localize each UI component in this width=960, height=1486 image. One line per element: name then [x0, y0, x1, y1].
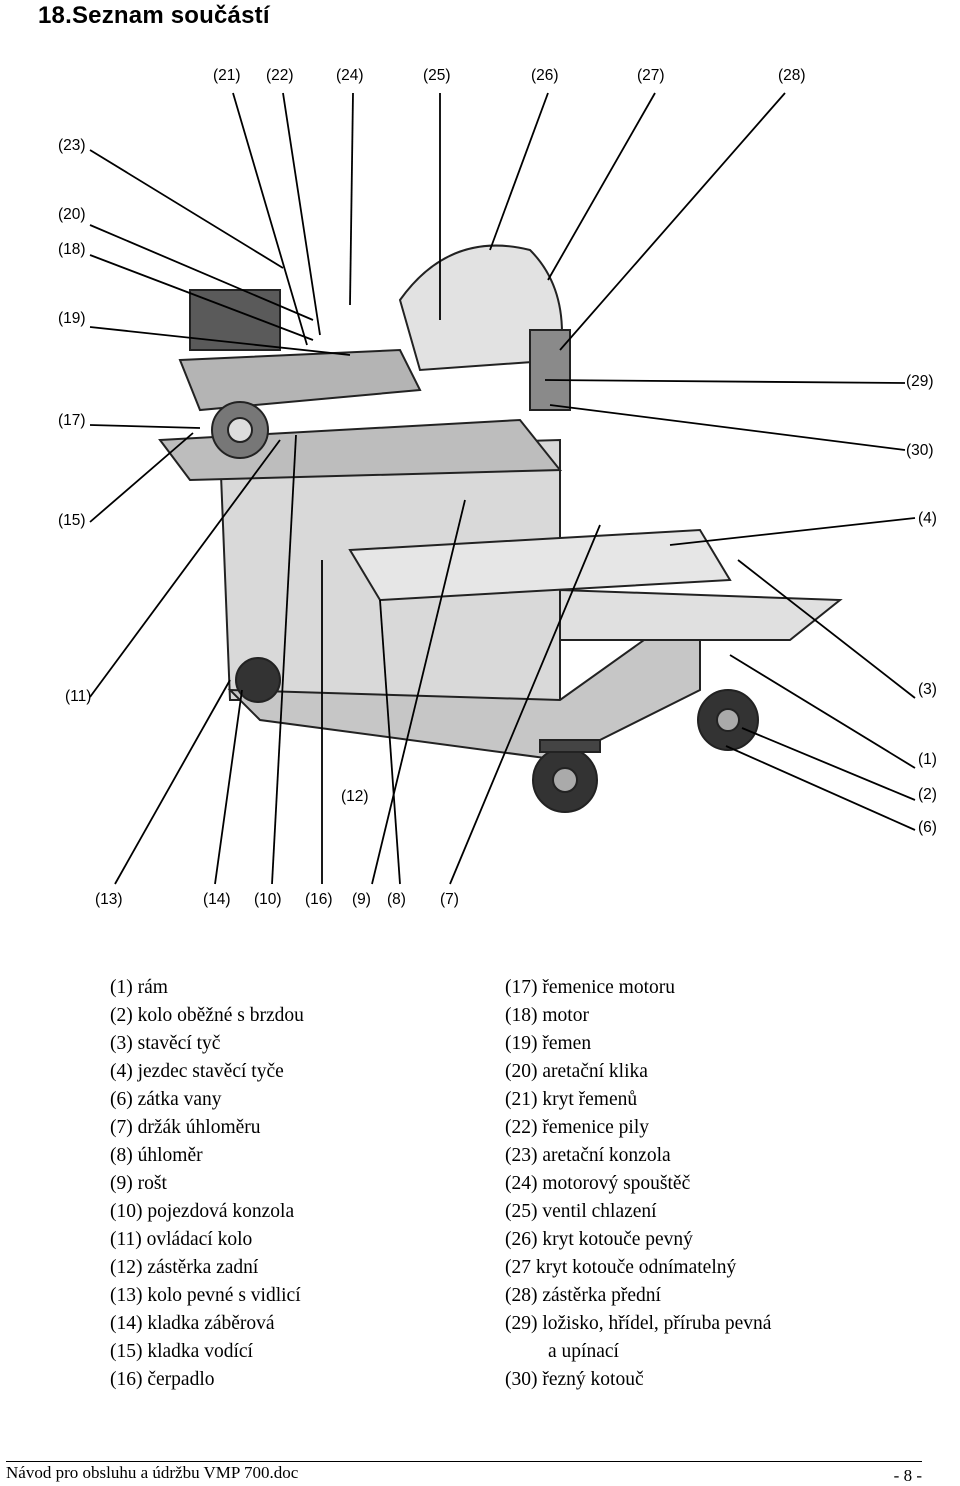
callout-13: (13) — [95, 891, 123, 908]
callout-12: (12) — [341, 788, 369, 805]
part-item-1: (1) rám — [110, 977, 168, 998]
part-item-2: (2) kolo oběžné s brzdou — [110, 1005, 304, 1026]
part-item-15: (15) kladka vodící — [110, 1341, 253, 1362]
part-item-29-continuation: a upínací — [548, 1341, 619, 1362]
callout-14: (14) — [203, 891, 231, 908]
callout-27: (27) — [637, 67, 665, 84]
callout-22: (22) — [266, 67, 294, 84]
callout-4: (4) — [918, 510, 937, 527]
part-item-14: (14) kladka záběrová — [110, 1313, 275, 1334]
part-item-17: (17) řemenice motoru — [505, 977, 676, 998]
callout-28: (28) — [778, 67, 806, 84]
part-item-27: (27 kryt kotouče odnímatelný — [505, 1257, 737, 1278]
part-item-23: (23) aretační konzola — [505, 1145, 671, 1166]
parts-list-left: (1) rám (2) kolo oběžné s brzdou (3) sta… — [110, 974, 304, 1394]
callout-9: (9) — [352, 891, 371, 908]
part-item-3: (3) stavěcí tyč — [110, 1033, 221, 1054]
callout-29: (29) — [906, 373, 934, 390]
callout-17: (17) — [58, 412, 86, 429]
part-item-13: (13) kolo pevné s vidlicí — [110, 1285, 301, 1306]
callout-26: (26) — [531, 67, 559, 84]
part-item-10: (10) pojezdová konzola — [110, 1201, 295, 1222]
callout-8: (8) — [387, 891, 406, 908]
part-item-9: (9) rošt — [110, 1173, 167, 1194]
callout-3: (3) — [918, 681, 937, 698]
part-item-11: (11) ovládací kolo — [110, 1229, 253, 1250]
callout-1: (1) — [918, 751, 937, 768]
part-item-4: (4) jezdec stavěcí tyče — [110, 1061, 284, 1082]
machine-figure: (21) (22) (24) (25) (26) (27) (28) (23) … — [38, 52, 960, 922]
callout-6: (6) — [918, 819, 937, 836]
part-item-20: (20) aretační klika — [505, 1061, 648, 1082]
callout-15: (15) — [58, 512, 86, 529]
footer-rule — [6, 1461, 922, 1462]
footer-document-name: Návod pro obsluhu a údržbu VMP 700.doc — [6, 1463, 299, 1482]
callout-7: (7) — [440, 891, 459, 908]
parts-list-right: (17) řemenice motoru (18) motor (19) řem… — [505, 974, 771, 1394]
callout-16: (16) — [305, 891, 333, 908]
part-item-7: (7) držák úhloměru — [110, 1117, 261, 1138]
callout-18: (18) — [58, 241, 86, 258]
callout-10: (10) — [254, 891, 282, 908]
part-item-25: (25) ventil chlazení — [505, 1201, 657, 1222]
footer-page-number: - 8 - — [893, 1466, 922, 1485]
part-item-26: (26) kryt kotouče pevný — [505, 1229, 693, 1250]
machine-illustration — [89, 92, 916, 885]
part-item-24: (24) motorový spouštěč — [505, 1173, 691, 1194]
part-item-29: (29) ložisko, hřídel, příruba pevná — [505, 1313, 772, 1334]
callout-30: (30) — [906, 442, 934, 459]
part-item-21: (21) kryt řemenů — [505, 1089, 638, 1110]
callout-21: (21) — [213, 67, 241, 84]
callout-20: (20) — [58, 206, 86, 223]
page-heading: 18.Seznam součástí — [38, 2, 270, 29]
part-item-30: (30) řezný kotouč — [505, 1369, 644, 1390]
callout-2: (2) — [918, 786, 937, 803]
callout-25: (25) — [423, 67, 451, 84]
part-item-22: (22) řemenice pily — [505, 1117, 650, 1138]
part-item-18: (18) motor — [505, 1005, 589, 1026]
callout-19: (19) — [58, 310, 86, 327]
callout-11: (11) — [65, 688, 92, 705]
part-item-6: (6) zátka vany — [110, 1089, 222, 1110]
part-item-19: (19) řemen — [505, 1033, 592, 1054]
part-item-28: (28) zástěrka přední — [505, 1285, 661, 1306]
callout-23: (23) — [58, 137, 86, 154]
callout-24: (24) — [336, 67, 364, 84]
part-item-8: (8) úhloměr — [110, 1145, 203, 1166]
part-item-12: (12) zástěrka zadní — [110, 1257, 259, 1278]
part-item-16: (16) čerpadlo — [110, 1369, 215, 1390]
